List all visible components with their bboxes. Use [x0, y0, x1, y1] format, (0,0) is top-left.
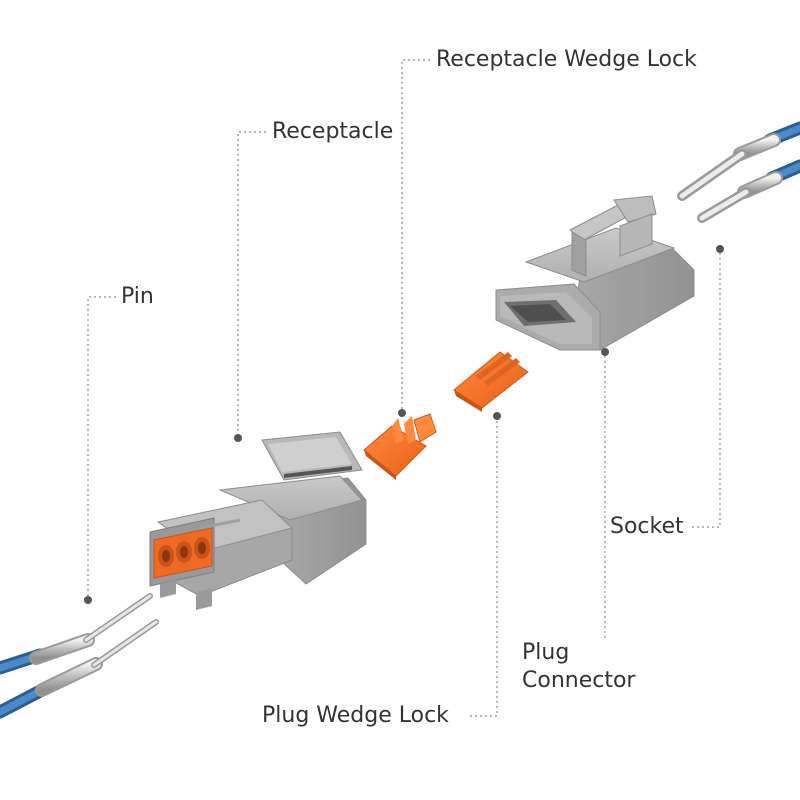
plug-wedge-lock-icon — [453, 351, 529, 412]
plug-housing-icon — [495, 195, 695, 351]
leader-dot-plug-connector — [601, 348, 609, 356]
label-receptacle: Receptacle — [272, 118, 394, 146]
leader-dot-receptacle-wedge-lock — [398, 409, 406, 417]
leader-socket — [692, 252, 721, 528]
leader-dot-plug-wedge-lock — [493, 412, 501, 420]
leader-dot-receptacle — [234, 434, 242, 442]
leader-plug-wedge-lock — [470, 416, 498, 717]
label-plug-connector-line1: Plug — [522, 640, 570, 665]
leader-dot-socket — [716, 245, 724, 253]
receptacle-wedge-lock-icon — [363, 413, 437, 480]
pin-terminal-icon — [0, 593, 159, 719]
label-plug-connector-line2: Connector — [522, 668, 636, 693]
leader-dots — [84, 245, 724, 604]
leader-plug-connector — [578, 352, 606, 657]
label-pin: Pin — [121, 283, 154, 311]
leader-receptacle-wedge-lock — [401, 59, 430, 410]
label-receptacle-wedge-lock: Receptacle Wedge Lock — [436, 46, 697, 74]
label-socket: Socket — [610, 513, 684, 541]
leader-receptacle — [237, 131, 266, 436]
label-plug-connector: Plug Connector — [522, 639, 636, 695]
leader-pin — [87, 296, 116, 598]
socket-terminal-icon — [677, 121, 800, 223]
leader-dot-pin — [84, 596, 92, 604]
receptacle-housing-icon — [149, 431, 367, 610]
leader-lines — [87, 59, 721, 717]
label-plug-wedge-lock: Plug Wedge Lock — [262, 702, 449, 730]
